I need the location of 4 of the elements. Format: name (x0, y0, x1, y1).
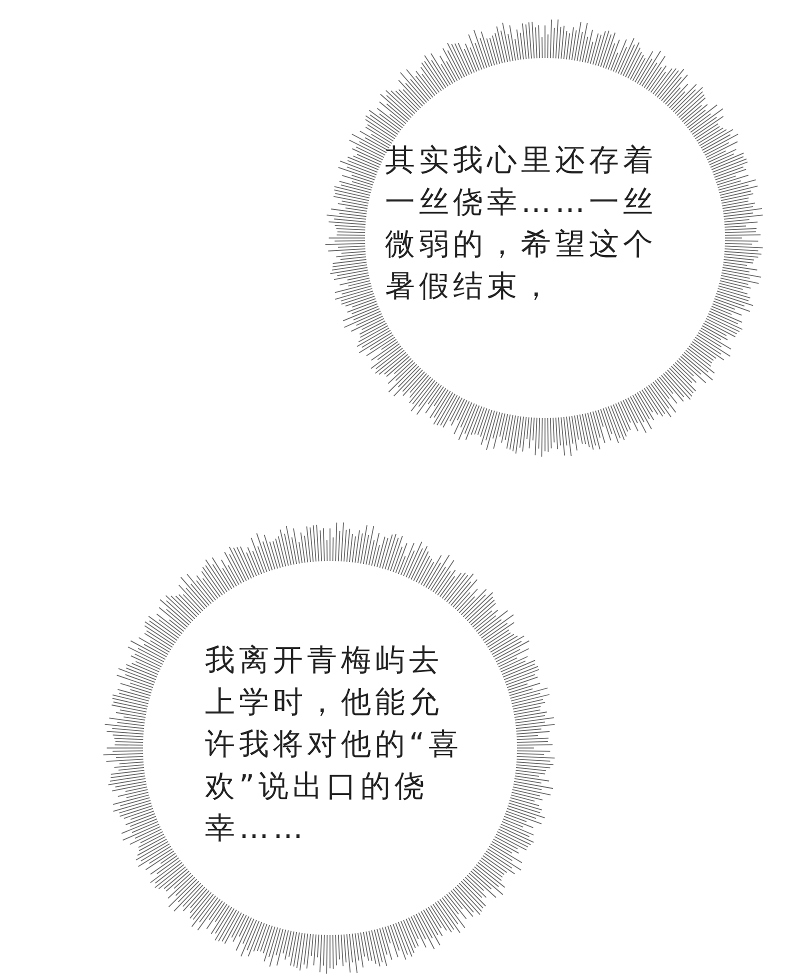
bubble-text: 其实我心里还存着一丝侥幸……一丝微弱的，希望这个暑假结束， (385, 142, 658, 306)
speech-bubble (325, 18, 765, 458)
bubble-text: 我离开青梅屿去上学时，他能允许我将对他的“喜欢”说出口的侥幸…… (205, 642, 464, 848)
speech-bubble (103, 521, 557, 975)
